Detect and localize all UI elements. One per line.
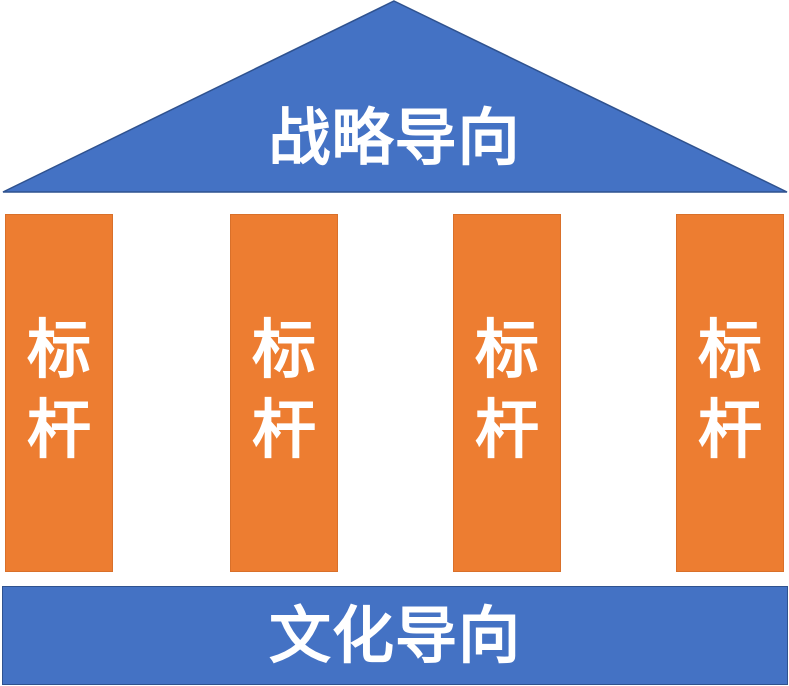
pillar-2-label: 标杆 — [252, 314, 316, 468]
roof-triangle — [2, 0, 788, 193]
pillar-1: 标杆 — [5, 214, 113, 572]
pillar-4: 标杆 — [676, 214, 784, 572]
roof-label: 战略导向 — [268, 101, 521, 174]
base-label: 文化导向 — [268, 598, 521, 672]
pillar-3: 标杆 — [453, 214, 561, 572]
pillar-1-label: 标杆 — [27, 314, 91, 468]
pillar-4-label: 标杆 — [698, 314, 762, 468]
pillar-2: 标杆 — [230, 214, 338, 572]
pillar-3-label: 标杆 — [475, 314, 539, 468]
base-bar: 文化导向 — [2, 586, 788, 685]
